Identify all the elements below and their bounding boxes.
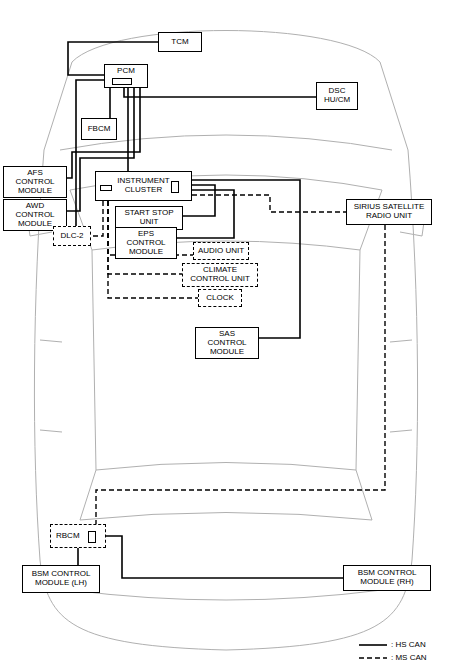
module-label: CLIMATE CONTROL UNIT [186,266,254,284]
hs-can-line [109,88,111,118]
legend-line-sample [358,653,388,663]
connector-plug [171,181,179,193]
legend-entry: : HS CAN [358,640,426,650]
module-box: TCM [158,32,202,52]
module-label: BSM CONTROL MODULE (RH) [347,569,427,587]
ms-can-line [108,201,182,274]
hs-can-line [76,80,104,226]
hs-can-line [127,88,129,171]
module-box: BSM CONTROL MODULE (RH) [343,565,431,591]
module-label: BSM CONTROL MODULE (LH) [26,570,96,588]
module-box: DSC HU/CM [316,82,358,110]
roof-line-right [356,250,360,470]
module-box: FBCM [81,118,117,140]
module-label: CLOCK [206,294,234,303]
module-box: SIRIUS SATELLITE RADIO UNIT [346,199,432,225]
hs-can-line [106,536,343,578]
hs-can-line [77,548,79,565]
module-box: BSM CONTROL MODULE (LH) [22,565,100,593]
hs-can-line [192,180,300,338]
module-label: START STOP UNIT [119,209,179,227]
body-outline [34,31,417,651]
module-box: AUDIO UNIT [193,242,249,260]
legend-line [359,657,387,659]
module-label: AWD CONTROL MODULE [7,202,63,228]
module-label: RBCM [56,532,80,541]
door-line-left [40,340,62,432]
connector-plug [112,78,132,85]
module-box: EPS CONTROL MODULE [115,227,177,259]
module-box: CLIMATE CONTROL UNIT [182,263,258,287]
door-line-right [390,340,412,432]
module-label: EPS CONTROL MODULE [119,230,173,256]
ms-can-line [91,201,103,236]
module-box: CLOCK [198,289,242,307]
module-box: DLC-2 [53,226,91,246]
roof-line-left [92,250,96,470]
trunk-line [70,590,382,600]
hs-can-line [67,88,140,178]
module-label: PCM [117,67,135,76]
legend-label: : HS CAN [391,641,426,650]
legend-line-sample [358,640,388,650]
module-label: SIRIUS SATELLITE RADIO UNIT [350,203,428,221]
connector-plug [100,185,112,191]
module-box: PCM [104,64,148,88]
rear-window [80,463,372,521]
module-label: DLC-2 [60,232,83,241]
module-label: SAS CONTROL MODULE [199,330,255,356]
module-label: TCM [171,38,188,47]
module-box: AFS CONTROL MODULE [3,166,67,198]
hs-can-line [124,88,316,97]
module-box: SAS CONTROL MODULE [195,327,259,359]
module-label: AFS CONTROL MODULE [7,169,63,195]
module-label: FBCM [88,125,111,134]
module-label: AUDIO UNIT [198,247,244,256]
legend-entry: : MS CAN [358,653,427,663]
ms-can-line [192,195,346,212]
module-box: INSTRUMENT CLUSTER [95,171,192,201]
module-label: INSTRUMENT CLUSTER [112,177,175,195]
ms-can-line [96,225,385,524]
connector-plug [88,531,96,543]
legend-line [359,644,387,646]
module-label: DSC HU/CM [320,87,354,105]
module-box: RBCM [50,524,106,548]
legend-label: : MS CAN [391,654,427,663]
